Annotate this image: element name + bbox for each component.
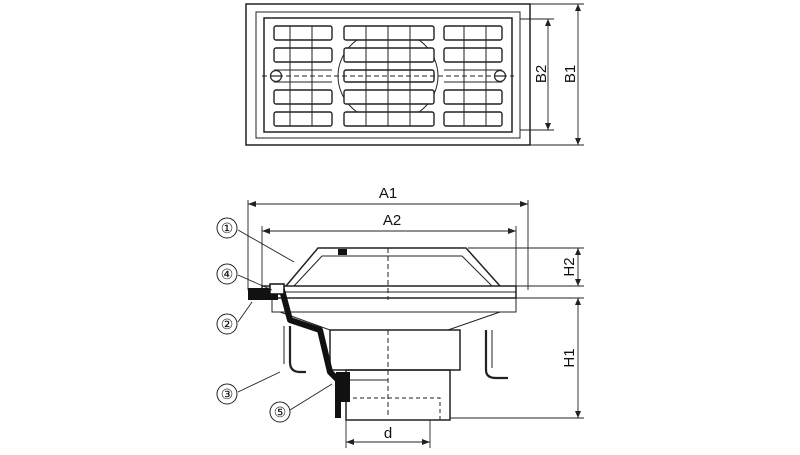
callout-4-label: ④ <box>221 266 234 282</box>
h2-label: H2 <box>561 257 578 276</box>
a1-label: A1 <box>379 185 397 202</box>
dimension-a1 <box>247 200 529 290</box>
slot <box>273 111 333 127</box>
slot <box>443 111 503 127</box>
slot <box>443 47 503 63</box>
slot <box>273 47 333 63</box>
b2-label: B2 <box>533 65 550 83</box>
slot <box>343 111 435 127</box>
grate-border <box>263 17 513 133</box>
d-label: d <box>384 425 392 442</box>
callout-3: ③ <box>216 383 238 405</box>
body-spigot <box>345 369 451 421</box>
callout-1: ① <box>216 217 238 239</box>
callout-leaders <box>237 229 333 411</box>
b1-label: B1 <box>562 65 579 83</box>
dimension-h1 <box>450 297 584 419</box>
left-hook <box>288 326 306 374</box>
grate-top-outline <box>285 247 501 287</box>
right-screw-icon <box>493 69 507 83</box>
right-hook <box>484 330 508 380</box>
dimension-b2 <box>520 18 554 131</box>
membrane-flashing <box>247 287 341 418</box>
dimension-h2 <box>468 247 584 287</box>
section-view: A1 A2 <box>216 185 584 448</box>
callout-4: ④ <box>216 263 238 285</box>
callout-5-label: ⑤ <box>274 404 287 420</box>
clamp-bolt <box>269 283 285 295</box>
callout-3-label: ③ <box>221 386 234 402</box>
slot <box>273 25 333 41</box>
callout-5: ⑤ <box>269 401 291 423</box>
slot <box>443 89 503 105</box>
h1-label: H1 <box>561 348 578 367</box>
a2-label: A2 <box>383 212 401 229</box>
slot <box>273 89 333 105</box>
body-upper <box>329 329 461 371</box>
dimension-d <box>345 420 431 448</box>
slot <box>343 47 435 63</box>
spigot-hidden <box>346 397 441 420</box>
outer-frame <box>245 3 531 146</box>
left-slot-group <box>273 25 333 127</box>
right-slot-group <box>443 25 503 127</box>
dimension-a2 <box>261 226 517 290</box>
slot <box>343 69 435 83</box>
grate-top-inner <box>293 255 493 287</box>
inner-frame <box>255 11 521 139</box>
slot <box>343 25 435 41</box>
callout-2-label: ② <box>221 316 234 332</box>
slot <box>343 89 435 105</box>
slot <box>443 25 503 41</box>
callout-1-label: ① <box>221 220 234 236</box>
frame-lower <box>271 298 517 313</box>
left-screw-icon <box>269 69 283 83</box>
grate-mark <box>338 249 347 255</box>
callout-2: ② <box>216 313 238 335</box>
dimension-b1 <box>530 3 584 146</box>
top-view: B2 B1 <box>245 3 584 146</box>
seal-ring <box>336 372 350 402</box>
